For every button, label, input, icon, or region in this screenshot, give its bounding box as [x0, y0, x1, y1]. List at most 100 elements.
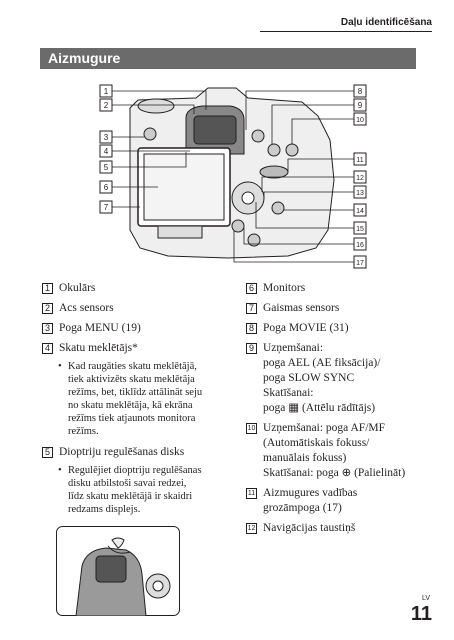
note-line: redzams displejs.	[68, 504, 141, 515]
item-label: (Automātiskais fokuss/	[263, 437, 370, 449]
language-code: LV	[421, 595, 430, 602]
item-label: Monitors	[263, 282, 306, 294]
note-line: līdz skatu meklētājā ir skaidri	[68, 491, 193, 502]
header-rule	[260, 31, 432, 32]
note-line: režīms tiek atjaunots monitora	[68, 413, 196, 424]
ael-button	[267, 143, 281, 157]
list-item: 8 Poga MOVIE (31)	[246, 321, 436, 336]
svg-text:1: 1	[104, 87, 109, 96]
item-label: Dioptriju regulēšanas disks	[59, 446, 185, 458]
item-label: Uzņemšanai:	[263, 342, 324, 354]
page-number: 11	[410, 603, 432, 625]
bullet-dot: •	[58, 361, 62, 372]
callout-2: 2	[99, 98, 113, 112]
item-label: Skatīšanai: poga ⊕ (Palielināt)	[263, 467, 406, 479]
list-item: 10 Uzņemšanai: poga AF/MF (Automātiskais…	[246, 421, 436, 481]
list-item: 6 Monitors	[246, 281, 436, 296]
item-number: 10	[246, 423, 257, 434]
callout-6: 6	[99, 180, 113, 194]
item-number: 3	[42, 323, 53, 334]
svg-text:10: 10	[356, 117, 364, 124]
movie-button	[251, 129, 265, 143]
item-label: poga AEL (AE fiksācija)/	[263, 357, 381, 369]
list-item: 4 Skatu meklētājs* • Kad raugāties skatu…	[42, 341, 232, 438]
item-label: Navigācijas taustiņš	[263, 522, 356, 534]
callout-16: 16	[353, 237, 367, 251]
callout-13: 13	[353, 185, 367, 199]
svg-text:3: 3	[104, 133, 109, 142]
item-label: Uzņemšanai: poga AF/MF	[263, 422, 386, 434]
item-number: 8	[246, 323, 257, 334]
item-number: 1	[42, 283, 53, 294]
note-line: no skatu meklētāja, kā ekrāna	[68, 400, 193, 411]
list-item: 9 Uzņemšanai: poga AEL (AE fiksācija)/ p…	[246, 341, 436, 416]
fn-button	[271, 201, 285, 215]
delete-button	[247, 233, 261, 247]
svg-text:5: 5	[104, 163, 109, 172]
item-label: Skatīšanai:	[263, 387, 314, 399]
item-label: poga SLOW SYNC	[263, 372, 355, 384]
callout-4: 4	[99, 144, 113, 158]
item-number: 12	[246, 523, 257, 534]
svg-text:11: 11	[356, 157, 363, 164]
svg-text:14: 14	[356, 208, 364, 215]
note-line: režīms.	[68, 426, 99, 437]
callout-1: 1	[99, 84, 113, 98]
svg-text:13: 13	[356, 190, 364, 197]
parts-list-left: 1 Okulārs 2 Acs sensors 3 Poga MENU (19)…	[42, 281, 232, 523]
callout-12: 12	[353, 170, 367, 184]
item-note: • Regulējiet dioptriju regulēšanas disku…	[58, 464, 232, 516]
callout-3: 3	[99, 130, 113, 144]
callout-11: 11	[353, 152, 367, 166]
item-label: Acs sensors	[59, 302, 114, 314]
svg-text:12: 12	[356, 175, 364, 182]
svg-text:15: 15	[356, 226, 364, 233]
item-number: 7	[246, 303, 257, 314]
section-title: Aizmugure	[48, 50, 121, 66]
note-line: Kad raugāties skatu meklētājā,	[68, 361, 197, 372]
list-item: 11 Aizmugures vadības grozāmpoga (17)	[246, 486, 436, 516]
running-head: Daļu identificēšana	[340, 17, 432, 28]
item-label: Poga MOVIE (31)	[263, 322, 349, 334]
parts-list-right: 6 Monitors 7 Gaismas sensors 8 Poga MOVI…	[246, 281, 436, 541]
svg-text:16: 16	[356, 242, 364, 249]
viewfinder-window	[193, 115, 237, 145]
list-item: 3 Poga MENU (19)	[42, 321, 232, 336]
item-label: poga ▦ (Attēlu rādītājs)	[263, 402, 376, 414]
list-item: 12 Navigācijas taustiņš	[246, 521, 436, 536]
diopter-dial-illustration	[56, 526, 180, 616]
svg-text:9: 9	[358, 101, 363, 110]
item-number: 4	[42, 343, 53, 354]
bullet-dot: •	[58, 465, 62, 476]
callout-9: 9	[353, 98, 367, 112]
rear-control-dial	[259, 165, 289, 179]
note-line: režīms, bet, tiklīdz attālināt seju	[68, 387, 203, 398]
camera-back-diagram: 1 2 3 4 5 6 7 8 9 10 11 12 13 14 15 16 1…	[99, 84, 367, 269]
callout-7: 7	[99, 200, 113, 214]
playback-button	[231, 219, 245, 233]
callout-10: 10	[353, 112, 367, 126]
item-label: Gaismas sensors	[263, 302, 340, 314]
callout-5: 5	[99, 160, 113, 174]
callout-15: 15	[353, 221, 367, 235]
item-number: 11	[246, 488, 257, 499]
note-line: tiek aktivizēts skatu meklētāja	[68, 374, 195, 385]
list-item: 5 Dioptriju regulēšanas disks • Regulēji…	[42, 445, 232, 516]
menu-button	[143, 127, 157, 141]
item-number: 5	[42, 447, 53, 458]
monitor-hinge	[157, 225, 203, 239]
section-bar: Aizmugure	[40, 48, 416, 69]
svg-text:7: 7	[104, 203, 109, 212]
item-label: Poga MENU (19)	[59, 322, 141, 334]
callout-8: 8	[353, 84, 367, 98]
svg-text:6: 6	[104, 183, 109, 192]
item-note: • Kad raugāties skatu meklētājā, tiek ak…	[58, 360, 232, 438]
item-number: 2	[42, 303, 53, 314]
callout-17: 17	[353, 255, 367, 269]
item-label: Aizmugures vadības	[263, 487, 358, 499]
af-mf-button	[285, 143, 299, 157]
note-line: Regulējiet dioptriju regulēšanas	[68, 465, 202, 476]
list-item: 2 Acs sensors	[42, 301, 232, 316]
item-number: 6	[246, 283, 257, 294]
list-item: 7 Gaismas sensors	[246, 301, 436, 316]
